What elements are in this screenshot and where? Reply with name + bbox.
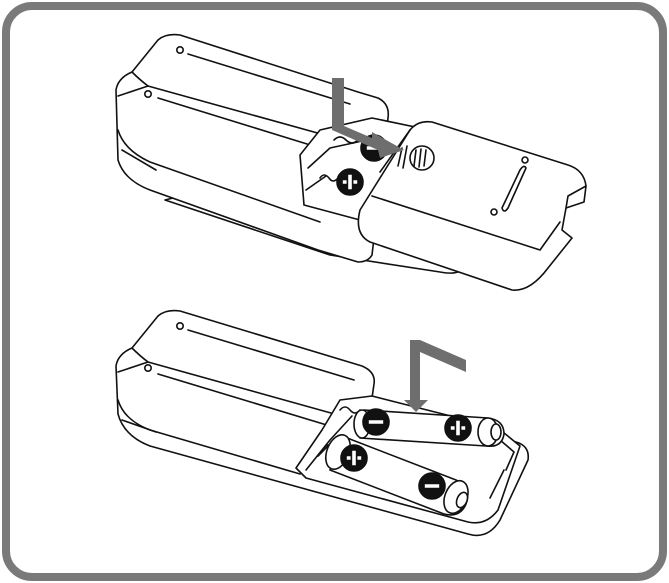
plus-terminal-icon xyxy=(336,168,364,196)
arrow-slide-cover xyxy=(332,78,404,158)
plus-terminal-icon xyxy=(444,414,472,442)
panel-insert-batteries xyxy=(115,309,530,537)
screw-hole xyxy=(144,90,153,99)
screw-hole xyxy=(176,45,185,54)
spring-contact xyxy=(319,174,339,182)
screw-hole xyxy=(144,363,153,372)
screw-hole xyxy=(176,321,185,330)
plus-terminal-icon xyxy=(340,444,368,472)
minus-terminal-icon xyxy=(418,472,446,500)
arrow-insert-battery xyxy=(404,340,466,412)
spring-contact xyxy=(333,136,359,144)
minus-terminal-icon xyxy=(362,408,390,436)
